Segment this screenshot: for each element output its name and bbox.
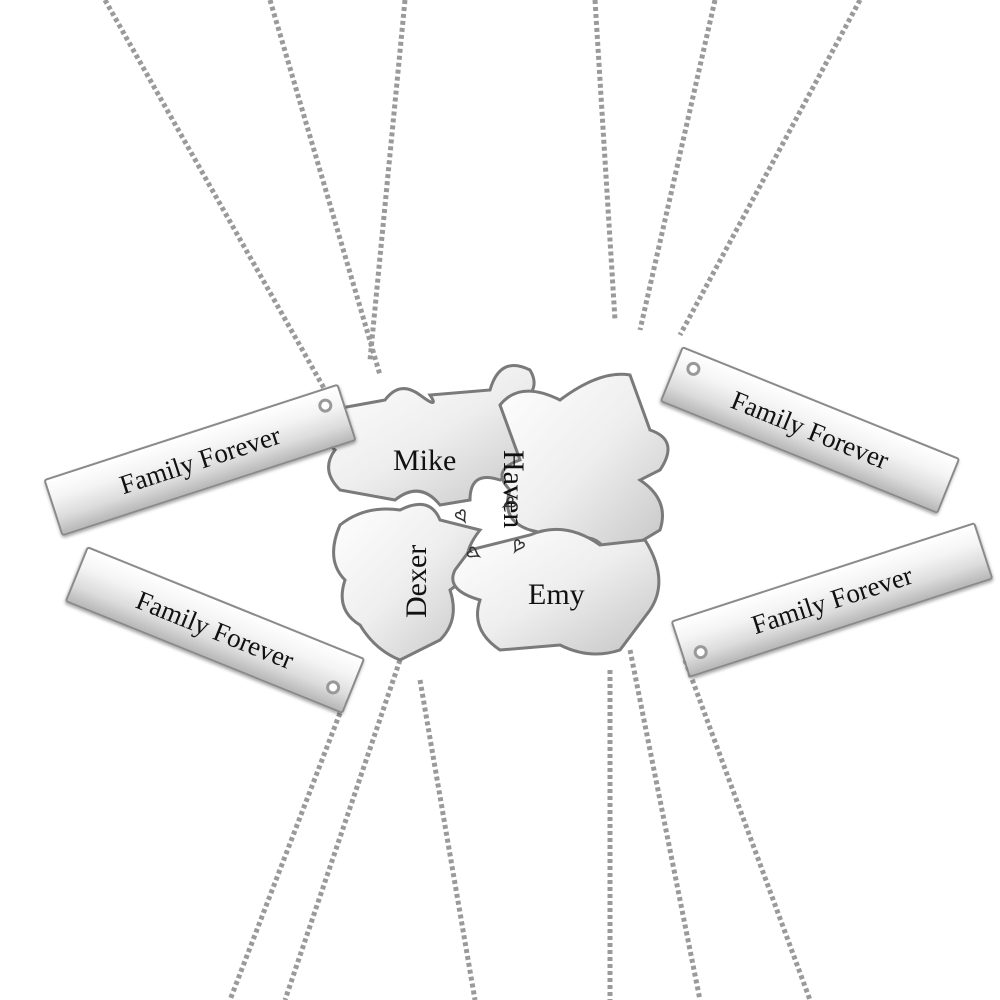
- jump-ring-icon: [316, 396, 335, 415]
- jump-ring-icon: [684, 359, 703, 378]
- puzzle-name-haven: Haven: [497, 450, 530, 529]
- puzzle-pendants: [319, 364, 670, 662]
- puzzle-name-emy: Emy: [528, 578, 585, 611]
- chain-icon: [102, 0, 863, 1000]
- puzzle-piece-dexer: [332, 502, 483, 662]
- puzzle-piece-haven: [498, 372, 670, 563]
- puzzle-name-mike: Mike: [393, 444, 457, 477]
- puzzle-name-dexer: Dexer: [400, 544, 433, 618]
- puzzle-piece-emy: [451, 527, 661, 656]
- jump-ring-icon: [323, 678, 343, 697]
- jump-ring-icon: [691, 643, 710, 661]
